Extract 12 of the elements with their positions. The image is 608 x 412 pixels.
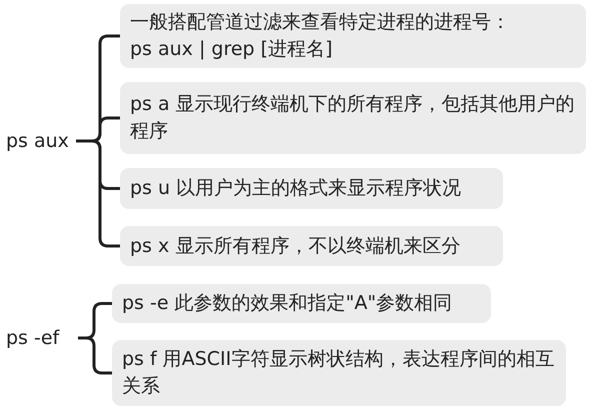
topic-label: ps aux (2, 125, 76, 157)
note-box: ps u 以用户为主的格式来显示程序状况 (120, 168, 503, 209)
note-box: ps a 显示现行终端机下的所有程序，包括其他用户的程序 (120, 82, 586, 154)
connector-line (76, 140, 120, 248)
topic-label: ps -ef (2, 322, 78, 354)
command-text: ps aux | grep [进程名] (130, 37, 334, 62)
note-box: ps x 显示所有程序，不以终端机来区分 (120, 226, 503, 266)
note-heading: 一般搭配管道过滤来查看特定进程的进程号： (130, 10, 511, 36)
note-box (120, 4, 586, 68)
note-box: ps f 用ASCII字符显示树状结构，表达程序间的相互关系 (112, 340, 566, 406)
connector-line (78, 336, 112, 374)
note-box: ps -e 此参数的效果和指定"A"参数相同 (112, 284, 491, 323)
